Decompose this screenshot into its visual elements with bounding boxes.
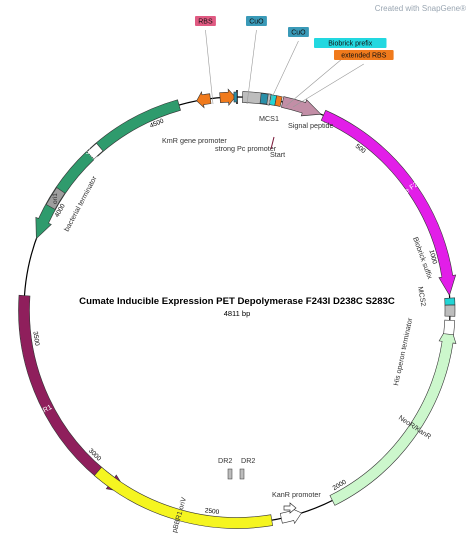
- feature-pbbr1rep: [18, 294, 128, 493]
- feature-layer: [18, 88, 457, 529]
- boxed-label-bg: [246, 16, 267, 26]
- boxed-label-bio_prefix_lbl: Biobrick prefix: [328, 41, 372, 48]
- feature-pbbr1oriv: [93, 466, 273, 529]
- label-mcs2: MCS2: [416, 286, 428, 307]
- feature-bact_term: [86, 142, 104, 160]
- boxed-label-cuo_b: CuO: [291, 30, 306, 37]
- label-his-terminator: His operon terminator: [391, 316, 414, 386]
- feature-neokanr: [329, 322, 457, 506]
- label-signal-peptide: Signal peptide: [288, 121, 334, 130]
- kanr-promoter-arrow: [283, 502, 297, 514]
- tick-label: 2500: [204, 507, 220, 516]
- feature-ext_rbs: [274, 95, 283, 107]
- dr2-repeat-b: [239, 468, 245, 480]
- label-dr2-b: DR2: [241, 456, 255, 465]
- label-start: Start: [270, 150, 285, 159]
- dr2-repeat-a: [227, 468, 233, 480]
- label-kmr-promoter: KmR gene promoter: [162, 136, 227, 145]
- leader-line: [285, 51, 351, 107]
- boxed-label-bg: [195, 16, 216, 26]
- leader-line: [246, 29, 257, 105]
- label-strong-pc: strong Pc promoter: [215, 144, 277, 153]
- boxed-label-bg: [334, 50, 394, 60]
- leader-line: [267, 40, 299, 107]
- boxed-label-bg: [314, 38, 387, 48]
- tick-label: 1000: [427, 249, 438, 265]
- boxed-label-rbs: RBS: [198, 19, 213, 26]
- feature-mcs2: [444, 304, 456, 317]
- boxed-label-bg: [288, 27, 309, 37]
- start-marker: [270, 136, 275, 150]
- feature-cuo2: [259, 93, 269, 105]
- plasmid-size: 4811 bp: [224, 309, 251, 318]
- feature-his_term: [443, 319, 456, 336]
- label-mcs1: MCS1: [259, 114, 279, 123]
- feature-bio_suffix: [444, 297, 456, 306]
- feature-ori1: [45, 187, 66, 210]
- feature-signal: [281, 96, 322, 117]
- feature-cuo1: [233, 91, 238, 103]
- feature-pc_prom: [219, 88, 236, 106]
- tick-label: 3500: [31, 331, 40, 347]
- feature-cymr: [35, 99, 181, 240]
- leader-line: [292, 63, 364, 108]
- label-dr2-a: DR2: [218, 456, 232, 465]
- snapgene-watermark: Created with SnapGene®: [374, 4, 466, 13]
- label-kanr-promoter: KanR promoter: [272, 490, 321, 499]
- feature-pet: [320, 109, 457, 297]
- boxed-label-cuo_a: CuO: [249, 19, 264, 26]
- feature-label-ori1: ori1: [52, 193, 59, 204]
- plasmid-name: Cumate Inducible Expression PET Depolyme…: [79, 296, 395, 307]
- feature-label-pet: PET Depolymerase F243I D238C S283C: [357, 149, 465, 228]
- leader-line: [205, 29, 214, 105]
- boxed-label-ext_rbs_lbl: extended RBS: [341, 53, 386, 60]
- feature-kmr_prom: [196, 90, 212, 109]
